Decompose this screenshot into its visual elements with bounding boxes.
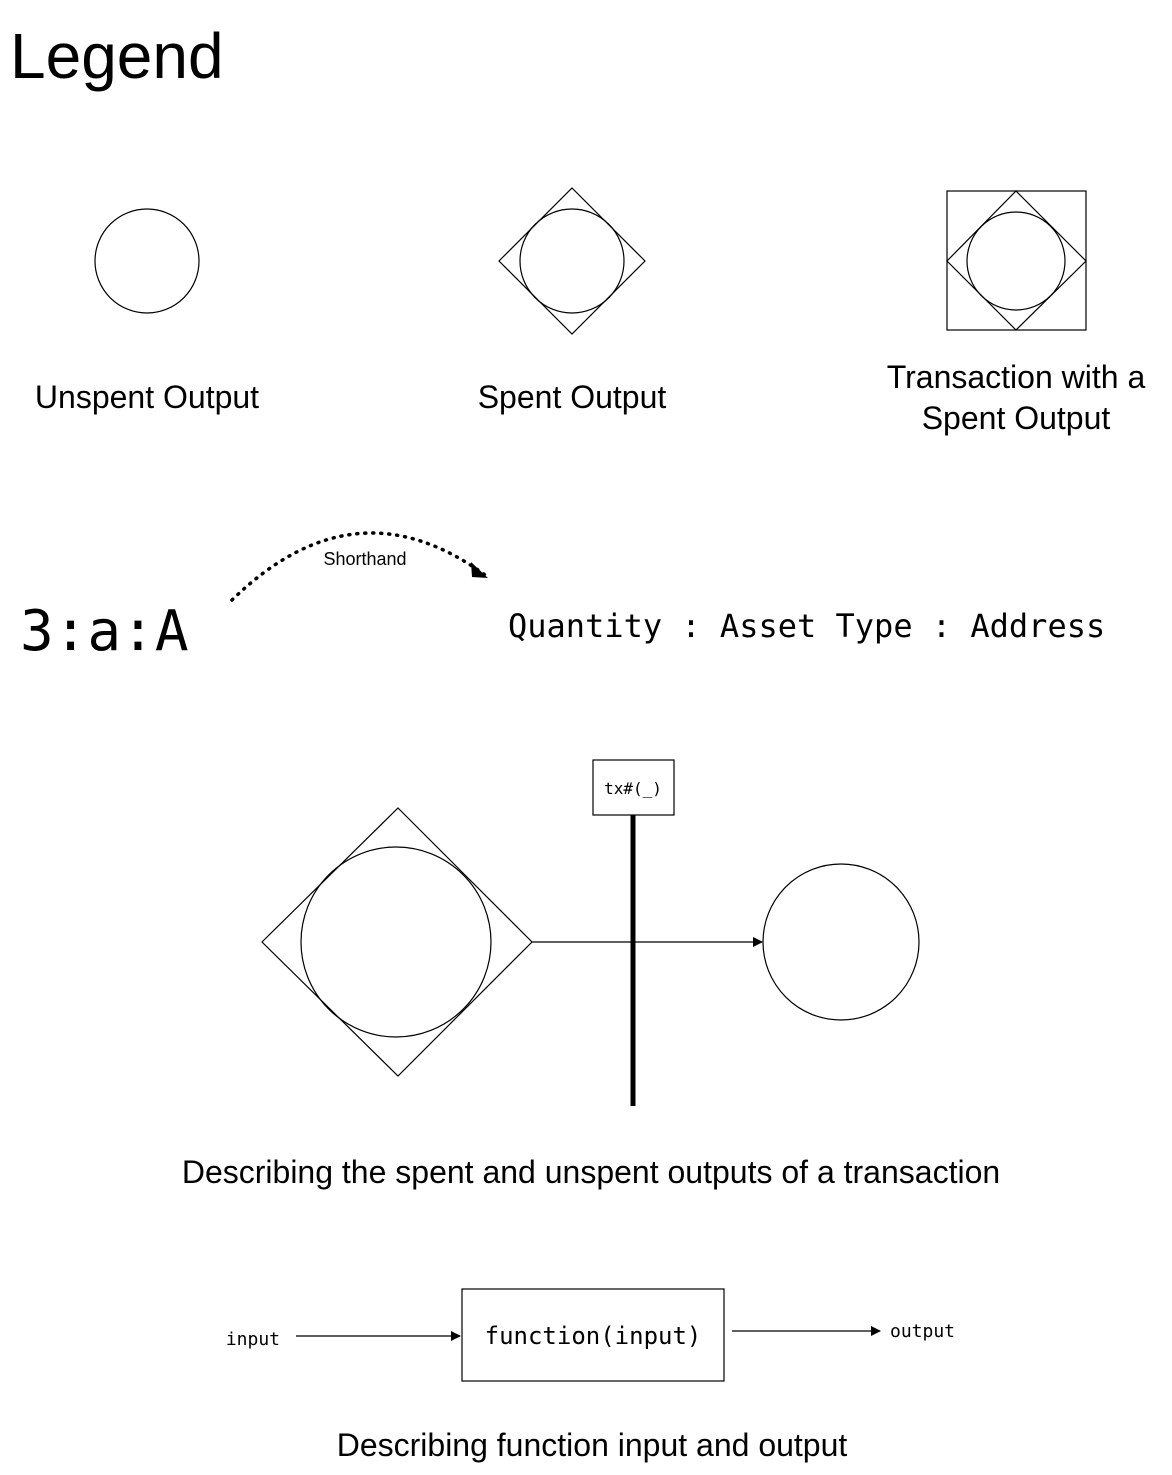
function-caption: Describing function input and output — [337, 1427, 848, 1463]
legend-title: Legend — [10, 20, 224, 92]
spent-output-label: Spent Output — [478, 379, 667, 415]
transaction-spent-output-label-line2: Spent Output — [922, 400, 1111, 436]
unspent-output-circle-icon — [94, 208, 200, 314]
function-box — [461, 1288, 725, 1382]
function-input-label: input — [226, 1329, 280, 1350]
shorthand-arrowhead-icon — [471, 562, 488, 578]
transaction-caption: Describing the spent and unspent outputs… — [182, 1154, 1000, 1190]
transaction-square-diamond-circle-icon — [946, 190, 1087, 331]
transaction-spent-output-label-line1: Transaction with a — [887, 359, 1146, 395]
shorthand-dotted-arrow — [230, 531, 487, 602]
shorthand-expansion: Quantity : Asset Type : Address — [508, 607, 1105, 645]
function-output-label: output — [890, 1321, 955, 1342]
tx-unspent-output — [762, 863, 920, 1021]
tx-label: tx#(_) — [604, 779, 662, 798]
function-label: function(input) — [485, 1322, 702, 1350]
shorthand-example: 3:a:A — [20, 599, 189, 664]
unspent-output-label: Unspent Output — [35, 379, 259, 415]
tx-spent-output — [261, 807, 533, 1077]
shorthand-arrow-label: Shorthand — [323, 549, 406, 569]
spent-output-diamond-circle-icon — [498, 187, 646, 335]
